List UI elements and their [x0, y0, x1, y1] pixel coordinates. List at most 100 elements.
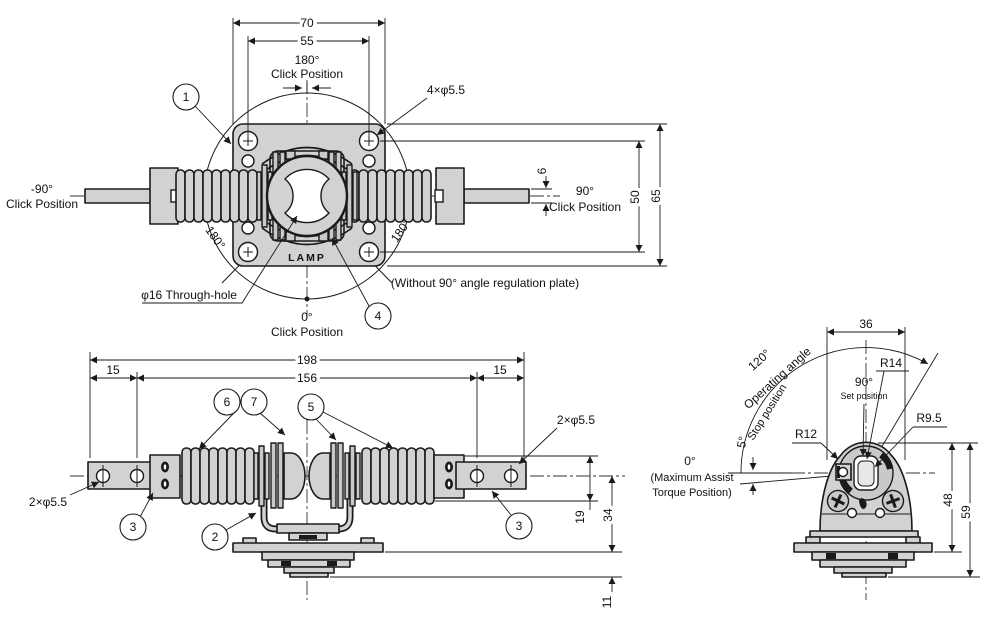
- phillips-screw-left: [826, 489, 850, 513]
- rotor-slot: [299, 535, 317, 539]
- side-view-dimensions: 36 48 59: [826, 314, 980, 578]
- dim-55: 55: [300, 34, 314, 48]
- side-step-3: [833, 566, 893, 574]
- side-tab-right: [905, 536, 921, 544]
- left-spring-cap: [283, 452, 306, 500]
- mount-flange: [232, 542, 384, 553]
- body-hole-left: [846, 507, 858, 519]
- lamp-logo: LAMP: [288, 252, 326, 264]
- side-flange: [793, 542, 933, 553]
- fl-washer-3: [264, 452, 270, 500]
- fr-washer-3: [355, 452, 361, 500]
- dim-48: 48: [941, 493, 955, 507]
- side-step-4: [841, 572, 887, 578]
- left-spring-top: [175, 169, 258, 223]
- top-view-dimensions: 70 55 180° Click Position 4×φ5.5 -90° Cl…: [6, 13, 667, 339]
- label-neg90-2: Click Position: [6, 197, 78, 211]
- dim-198: 198: [297, 353, 317, 367]
- callout-1: 1: [172, 83, 232, 145]
- side-tab-left: [805, 536, 821, 544]
- dim-15-left: 15: [106, 363, 120, 377]
- label-stop-1: 5°: [734, 435, 750, 449]
- label-neg90-1: -90°: [31, 182, 53, 196]
- fr-plate-1: [330, 442, 337, 509]
- fl-washer-2: [258, 445, 265, 507]
- fl-washer-1: [253, 452, 259, 500]
- label-zero-2: (Maximum Assist: [650, 472, 733, 484]
- phillips-screw-right: [881, 489, 905, 513]
- label-0-click-2: Click Position: [271, 325, 343, 339]
- rotor-bar: [276, 523, 340, 534]
- right-spring-cap: [308, 452, 331, 500]
- label-4x-holes: 4×φ5.5: [427, 83, 465, 97]
- left-shaft: [84, 188, 152, 204]
- mount-step-2: [267, 559, 351, 568]
- fr-plate-2: [337, 442, 344, 509]
- cam-wedge-upper: [879, 452, 893, 470]
- dim-70: 70: [300, 16, 314, 30]
- callout-5: 5: [297, 393, 394, 449]
- mount-step-1: [261, 551, 355, 561]
- right-shaft: [463, 188, 530, 204]
- operating-angle-arc: [740, 347, 929, 474]
- right-spring-front: [361, 447, 435, 505]
- fl-plate-1: [270, 442, 277, 509]
- pawl: [859, 498, 867, 510]
- label-r12: R12: [795, 427, 817, 441]
- label-set-2: Set position: [840, 391, 887, 401]
- callout-7: 7: [240, 388, 286, 436]
- svg-text:3: 3: [516, 519, 523, 533]
- ball-through-hole: [283, 168, 331, 224]
- arm-holes: [95, 465, 519, 487]
- dim-34: 34: [601, 508, 615, 522]
- label-180-click-2: Click Position: [271, 67, 343, 81]
- fr-washer-1: [344, 452, 350, 500]
- callout-4: 4: [331, 237, 392, 330]
- right-spring-top: [349, 169, 432, 223]
- label-set-1: 90°: [855, 375, 873, 389]
- right-collar-notch: [434, 189, 444, 203]
- left-block: [149, 454, 181, 499]
- keyhole-inner: [857, 460, 875, 487]
- dim-59: 59: [959, 505, 973, 519]
- dim-65: 65: [649, 189, 663, 203]
- dim-15-right: 15: [493, 363, 507, 377]
- callout-6: 6: [198, 388, 241, 450]
- top-view: 180° 180°: [6, 13, 667, 339]
- label-zero-1: 0°: [684, 454, 696, 468]
- callout-2: 2: [201, 512, 257, 551]
- svg-text:7: 7: [251, 395, 258, 409]
- label-2x-holes-left: 2×φ5.5: [29, 495, 67, 509]
- left-spring-front: [181, 447, 255, 505]
- label-r14: R14: [880, 356, 902, 370]
- front-view: 6 7 5 2 3 3 2×φ5.5 2×φ5.5: [29, 350, 625, 608]
- body-hole-right: [874, 507, 886, 519]
- label-0-click-1: 0°: [301, 310, 313, 324]
- label-180-click-1: 180°: [295, 53, 320, 67]
- label-90-1: 90°: [576, 184, 594, 198]
- right-washer-3: [352, 171, 358, 221]
- dim-19: 19: [573, 510, 587, 524]
- dim-50: 50: [628, 190, 642, 204]
- front-view-dimensions: 198 156 15 15 19 34 11: [89, 350, 622, 608]
- svg-text:1: 1: [183, 90, 190, 104]
- side-step-2: [819, 559, 907, 568]
- dim-11: 11: [600, 595, 614, 608]
- side-base-band: [809, 530, 919, 538]
- bottom-band-outer: [261, 227, 353, 246]
- label-without-plate: (Without 90° angle regulation plate): [391, 276, 579, 290]
- mount-step-4: [289, 572, 329, 578]
- zero-position-dot: [304, 296, 310, 302]
- svg-text:5: 5: [308, 400, 315, 414]
- dim-36: 36: [859, 317, 873, 331]
- svg-text:4: 4: [375, 309, 382, 323]
- svg-text:3: 3: [130, 520, 137, 534]
- mount-step-3: [283, 566, 335, 574]
- label-through-hole: φ16 Through-hole: [141, 288, 237, 302]
- label-2x-holes-right: 2×φ5.5: [557, 413, 595, 427]
- label-90-2: Click Position: [549, 200, 621, 214]
- callout-3-right: 3: [491, 490, 533, 540]
- label-zero-3: Torque Position): [652, 487, 732, 499]
- fl-plate-2: [277, 442, 284, 509]
